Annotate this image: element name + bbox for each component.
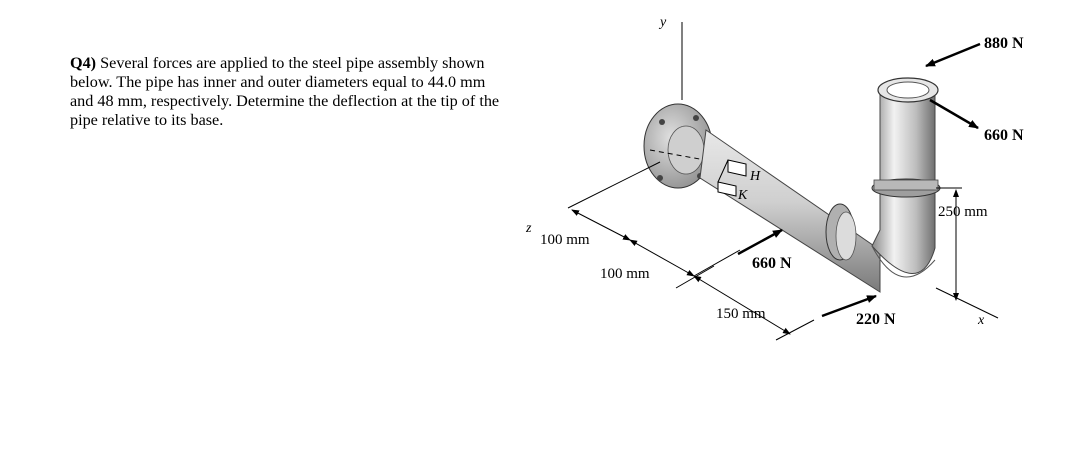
force-660-middle-label: 660 N [752,255,792,272]
point-K-label: K [737,188,748,203]
dimension-label-2: 100 mm [600,266,650,282]
x-axis-label: x [977,313,985,328]
element-markers [717,159,747,197]
z-axis-label: z [525,221,532,236]
vertical-pipe [871,77,941,278]
force-880-label: 880 N [984,35,1024,52]
base-flange [643,103,713,189]
question-text: Several forces are applied to the steel … [70,54,500,129]
force-220-label: 220 N [856,311,896,328]
force-880-arrow [925,42,981,68]
dimension-label-3: 150 mm [716,306,766,322]
x-axis [935,287,999,319]
force-660-side-arrow [929,98,979,130]
force-660-side-label: 660 N [984,127,1024,144]
y-axis-label: y [658,15,667,30]
force-220-arrow [821,294,877,318]
dimension-lines [567,161,962,341]
point-H-label: H [749,169,761,184]
dimension-label-4: 250 mm [938,204,988,220]
question-number: Q4) [70,54,97,72]
problem-statement: Q4) Several forces are applied to the st… [70,54,510,130]
dimension-label-1: 100 mm [540,232,590,248]
force-660-middle-arrow [737,228,783,256]
